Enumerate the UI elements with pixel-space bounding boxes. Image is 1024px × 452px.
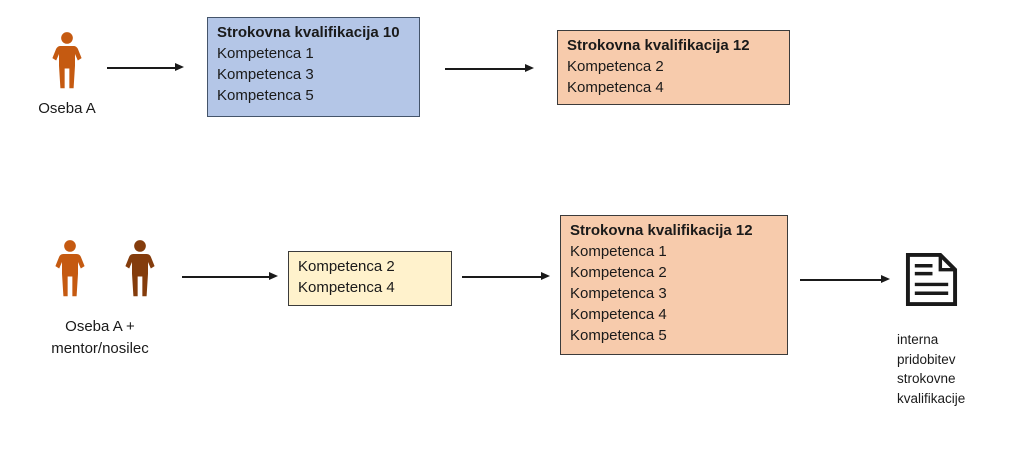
person-silhouette xyxy=(52,32,82,89)
mentor-icon xyxy=(125,240,155,297)
qualification-10-box: Strokovna kvalifikacija 10 Kompetenca 1 … xyxy=(207,17,420,117)
qualification-12-partial-box: Strokovna kvalifikacija 12 Kompetenca 2 … xyxy=(557,30,790,105)
qualification-12-full-title: Strokovna kvalifikacija 12 xyxy=(570,222,753,239)
outcome-caption-line: interna xyxy=(897,332,939,347)
competence-line: Kompetenca 3 xyxy=(217,66,314,83)
mentor-silhouette xyxy=(125,240,155,297)
outcome-caption-line: strokovne xyxy=(897,371,956,386)
person-icon xyxy=(55,240,85,297)
person-silhouette xyxy=(55,240,85,297)
competence-line: Kompetenca 2 xyxy=(298,258,395,275)
qualification-10-title: Strokovna kvalifikacija 10 xyxy=(217,24,400,41)
competence-line: Kompetenca 1 xyxy=(217,45,314,62)
outcome-caption-line: kvalifikacije xyxy=(897,390,966,406)
competence-line: Kompetenca 4 xyxy=(567,79,664,96)
competence-line: Kompetenca 5 xyxy=(570,327,667,344)
arrow-missing-to-full-qualification xyxy=(462,273,550,280)
competence-line: Kompetenca 5 xyxy=(217,87,314,104)
oseba-a-mentor-label-line2: mentor/nosilec xyxy=(51,340,149,357)
person-icon xyxy=(52,32,82,89)
competence-line: Kompetenca 4 xyxy=(298,279,395,296)
competence-line: Kompetenca 2 xyxy=(570,264,667,281)
qualification-12-partial-title: Strokovna kvalifikacija 12 xyxy=(567,37,750,54)
missing-competences-box: Kompetenca 2 Kompetenca 4 xyxy=(288,251,452,306)
arrow-full-qualification-to-document xyxy=(800,276,890,283)
oseba-a-mentor-label-line1: Oseba A + xyxy=(65,318,135,335)
qualification-12-full-box: Strokovna kvalifikacija 12 Kompetenca 1 … xyxy=(560,215,788,355)
outcome-caption-line: pridobitev xyxy=(897,351,956,367)
arrow-pair-to-missing-competences xyxy=(182,273,278,280)
arrow-oseba-a-to-qualification10 xyxy=(107,64,184,71)
competence-line: Kompetenca 4 xyxy=(570,306,667,323)
oseba-a-label: Oseba A xyxy=(38,100,96,117)
competence-line: Kompetenca 2 xyxy=(567,58,664,75)
competence-line: Kompetenca 3 xyxy=(570,285,667,302)
competence-line: Kompetenca 1 xyxy=(570,243,667,260)
oseba-a-mentor-label: Oseba A + mentor/nosilec xyxy=(30,316,170,360)
arrow-qualification10-to-qualification12 xyxy=(445,65,534,72)
document-icon xyxy=(905,252,958,307)
outcome-caption: interna pridobitev strokovne kvalifikaci… xyxy=(897,330,965,408)
